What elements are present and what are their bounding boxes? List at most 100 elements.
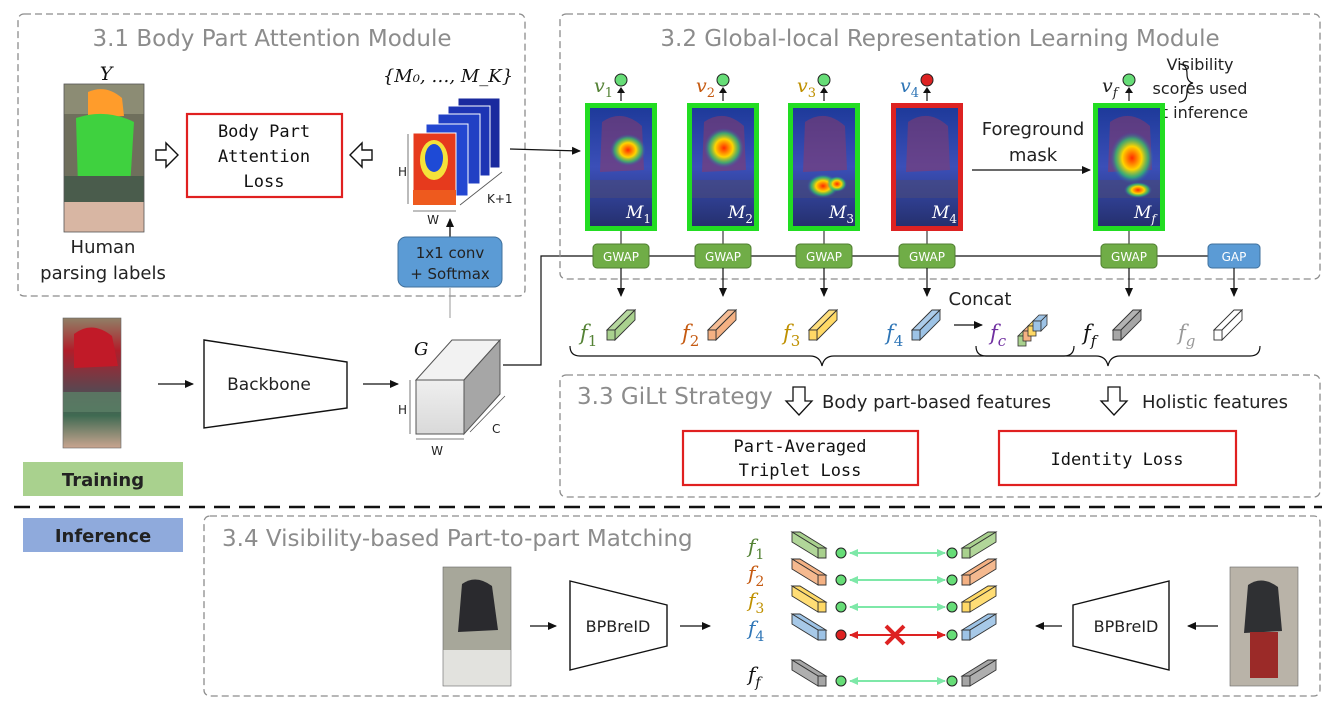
training-label: Training bbox=[62, 470, 144, 491]
y-label: Y bbox=[100, 63, 115, 85]
gwap-box-4: GWAP bbox=[898, 243, 956, 269]
maps-dim-h: H bbox=[398, 165, 407, 179]
hollow-arrow-down-icon bbox=[1099, 386, 1129, 416]
visibility-label-f: vf bbox=[1102, 75, 1120, 101]
gallery-dot-2 bbox=[946, 574, 958, 586]
match-label-f: ff bbox=[746, 662, 763, 691]
bpbreid-left-trapezoid bbox=[569, 580, 668, 671]
feature-label-4: f4 bbox=[884, 321, 903, 350]
map-label-3: M3 bbox=[828, 203, 854, 226]
section-title-33: 3.3 GiLt Strategy bbox=[577, 384, 773, 410]
hollow-arrow-left-icon bbox=[349, 141, 373, 169]
backbone-trapezoid bbox=[203, 339, 348, 429]
query-feature-3 bbox=[790, 585, 828, 613]
hollow-arrow-down-icon bbox=[784, 386, 814, 416]
match-label-1: f1 bbox=[746, 534, 764, 563]
match-label-3: f3 bbox=[746, 588, 764, 617]
visibility-dot-1 bbox=[614, 73, 628, 87]
section-matching: 3.4 Visibility-based Part-to-part Matchi… bbox=[203, 515, 1321, 697]
visibility-dot-f bbox=[1122, 73, 1136, 87]
gallery-feature-f bbox=[960, 659, 998, 687]
svg-text:GWAP: GWAP bbox=[806, 250, 842, 264]
conv-line2: + Softmax bbox=[410, 265, 490, 283]
maps-dim-w: W bbox=[427, 213, 439, 227]
gwap-box-2: GWAP bbox=[694, 243, 752, 269]
gwap-box-f: GWAP bbox=[1100, 243, 1158, 269]
svg-text:GWAP: GWAP bbox=[603, 250, 639, 264]
attention-loss-box bbox=[185, 112, 344, 199]
attention-map-2: M2 bbox=[687, 103, 759, 231]
section-title-31: 3.1 Body Part Attention Module bbox=[92, 26, 451, 52]
maps-dim-k: K+1 bbox=[487, 192, 513, 206]
foreground-label-2: mask bbox=[1009, 145, 1058, 166]
gallery-person-image bbox=[1229, 566, 1299, 687]
attention-loss-line3: Loss bbox=[244, 172, 285, 192]
feature-label-f: ff bbox=[1081, 321, 1099, 350]
identity-loss-box bbox=[997, 429, 1238, 487]
visibility-label-4: v4 bbox=[900, 75, 919, 101]
query-dot-3 bbox=[835, 601, 847, 613]
feature-map-cube bbox=[414, 338, 502, 436]
training-badge bbox=[23, 462, 183, 496]
part-features-label: Body part-based features bbox=[822, 392, 1051, 413]
feature-label-c: fc bbox=[988, 321, 1007, 350]
visibility-dot-2 bbox=[716, 73, 730, 87]
visibility-note-1: Visibility bbox=[1166, 55, 1233, 74]
section-title-32: 3.2 Global-local Representation Learning… bbox=[660, 26, 1219, 52]
section-gilt: 3.3 GiLt Strategy Body part-based featur… bbox=[559, 374, 1321, 498]
gallery-feature-1 bbox=[960, 531, 998, 559]
gallery-feature-4 bbox=[960, 613, 998, 641]
visibility-note-3: at inference bbox=[1152, 103, 1248, 122]
gap-box: GAP bbox=[1207, 243, 1261, 269]
feature-vector-1 bbox=[605, 308, 637, 342]
cube-dim-w: W bbox=[431, 444, 443, 458]
query-dot-1 bbox=[835, 547, 847, 559]
feature-label-1: f1 bbox=[578, 321, 597, 350]
feature-label-g: fg bbox=[1176, 321, 1195, 350]
query-person-image bbox=[442, 566, 512, 687]
query-feature-4 bbox=[790, 613, 828, 641]
gallery-dot-f bbox=[946, 675, 958, 687]
parsing-caption-2: parsing labels bbox=[40, 263, 166, 284]
gwap-box-3: GWAP bbox=[795, 243, 853, 269]
attention-maps-stack bbox=[412, 97, 501, 206]
concat-label: Concat bbox=[949, 289, 1012, 310]
bpbreid-left-label: BPBreID bbox=[586, 617, 651, 636]
conv-softmax-box bbox=[397, 236, 503, 288]
parsing-caption-1: Human bbox=[71, 237, 136, 258]
foreground-label-1: Foreground bbox=[982, 119, 1085, 140]
match-label-2: f2 bbox=[746, 561, 764, 590]
feature-vector-c bbox=[1017, 314, 1048, 347]
hollow-arrow-right-icon bbox=[155, 141, 179, 169]
human-parsing-image bbox=[63, 83, 145, 233]
feature-vector-4 bbox=[910, 308, 942, 342]
brace-holistic-features bbox=[975, 345, 1261, 367]
gallery-dot-1 bbox=[946, 547, 958, 559]
holistic-features-label: Holistic features bbox=[1142, 392, 1288, 413]
visibility-note-2: scores used bbox=[1153, 79, 1248, 98]
feature-label-2: f2 bbox=[680, 321, 699, 350]
match-label-4: f4 bbox=[746, 616, 764, 645]
attention-loss-line2: Attention bbox=[218, 147, 310, 167]
conv-line1: 1x1 conv bbox=[416, 244, 485, 262]
svg-text:GAP: GAP bbox=[1222, 250, 1247, 264]
identity-loss-label: Identity Loss bbox=[1050, 450, 1183, 470]
feature-vector-2 bbox=[706, 308, 738, 342]
map-label-4: M4 bbox=[931, 203, 957, 226]
arrow-up-icon bbox=[617, 87, 625, 93]
query-dot-4 bbox=[835, 629, 847, 641]
bpbreid-right-trapezoid bbox=[1072, 580, 1170, 671]
query-feature-1 bbox=[790, 531, 828, 559]
maps-set-label: {M₀, …, M_K} bbox=[383, 66, 513, 87]
arrow-up-icon bbox=[719, 87, 727, 93]
attention-map-f: Mf bbox=[1093, 103, 1165, 231]
backbone-label: Backbone bbox=[227, 375, 311, 395]
attention-map-1: M1 bbox=[585, 103, 657, 231]
attention-map-3: M3 bbox=[788, 103, 860, 231]
brace-part-features bbox=[569, 345, 1075, 367]
section-title-34: 3.4 Visibility-based Part-to-part Matchi… bbox=[222, 526, 693, 552]
visibility-dot-4 bbox=[920, 73, 934, 87]
attention-map-4: M4 bbox=[891, 103, 963, 231]
svg-text:GWAP: GWAP bbox=[909, 250, 945, 264]
